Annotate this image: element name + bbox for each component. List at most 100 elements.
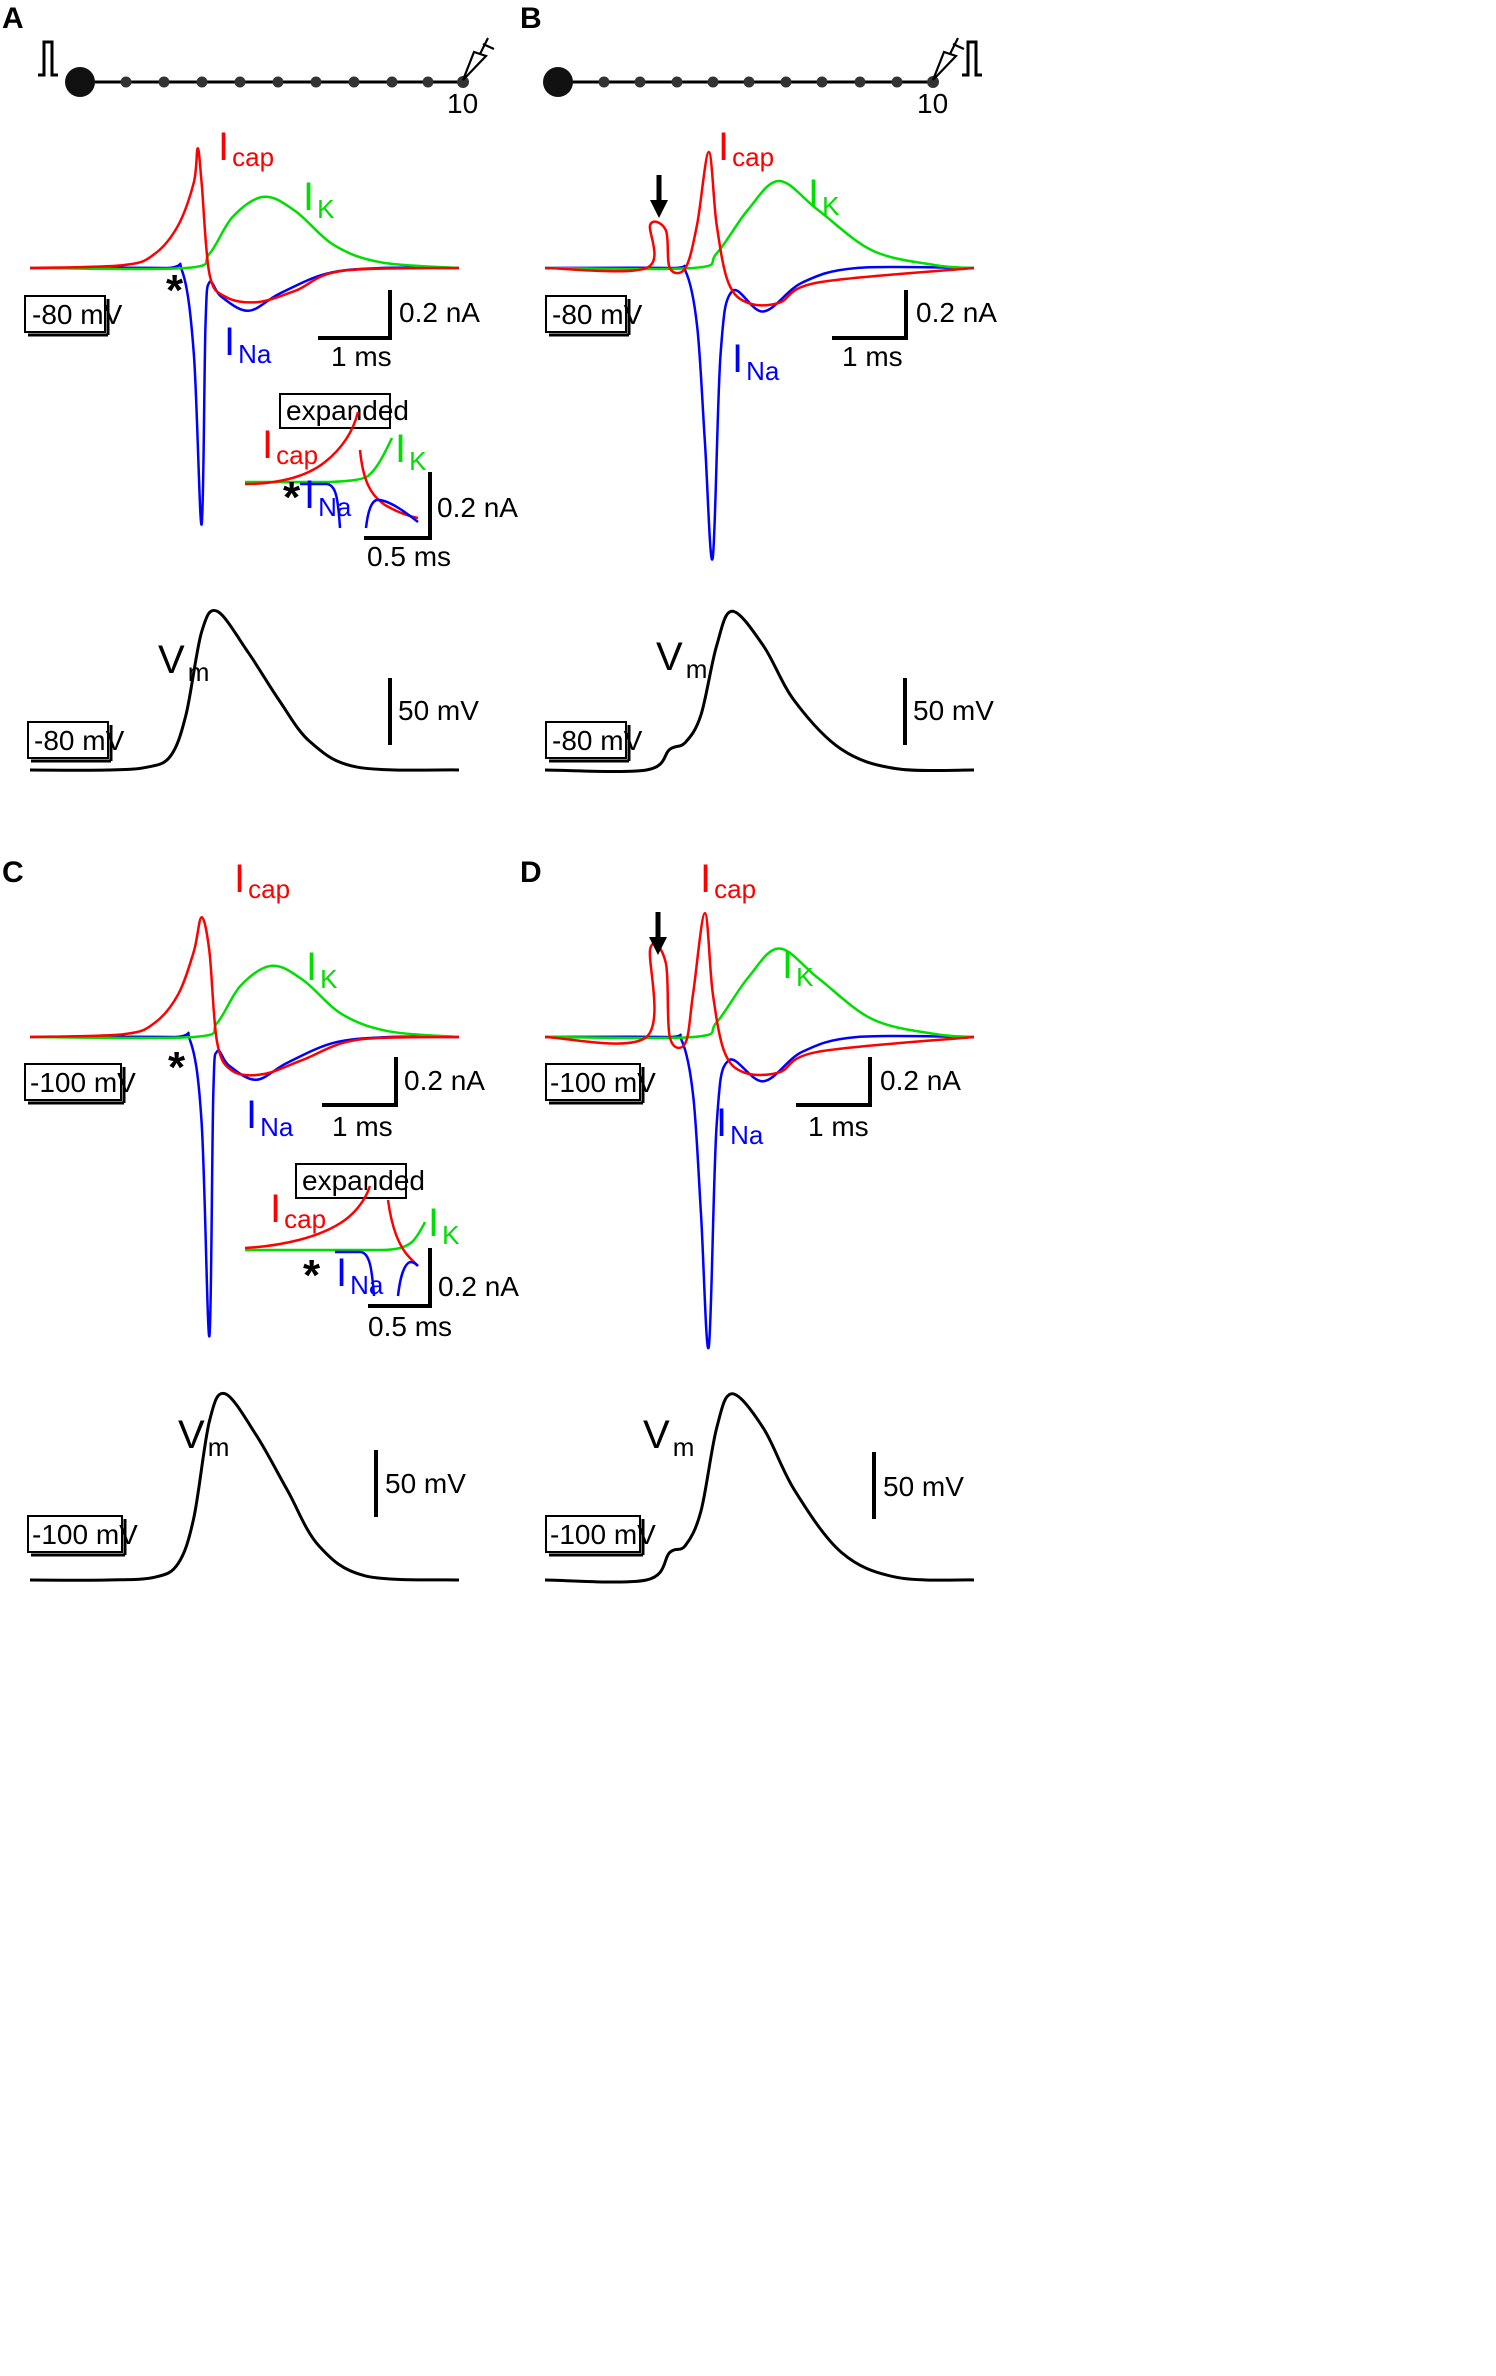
arrow-icon [649, 912, 667, 955]
trace-v-m [544, 609, 975, 774]
svg-text:0.2 nA: 0.2 nA [399, 297, 480, 328]
panel-letter-d: D [520, 856, 542, 889]
compartment-node [386, 76, 398, 88]
compartment-node [816, 76, 828, 88]
voltage-scale-bar: 50 mV [903, 678, 994, 745]
svg-text:-80 mV: -80 mV [552, 725, 643, 756]
voltage-scale-bar: 50 mV [374, 1450, 466, 1517]
trace-i-na [29, 1031, 460, 1338]
svg-text:50 mV: 50 mV [398, 695, 479, 726]
soma-icon [65, 67, 95, 97]
stimulus-pulse-icon [962, 40, 982, 77]
current-scale-bar: 0.2 nA 1 ms [322, 1057, 485, 1142]
panel-letter-c: C [2, 856, 24, 889]
panel-letter-a: A [2, 2, 24, 35]
electrode-icon [461, 37, 495, 81]
trace-i-k [544, 179, 975, 271]
holding-potential-box: -80 mV [27, 721, 125, 763]
expanded-label: expanded [295, 1163, 425, 1199]
trace-i-na [29, 262, 460, 526]
svg-text:-100 mV: -100 mV [550, 1519, 656, 1550]
compartment-node [234, 76, 246, 88]
activation-marker-star: * [166, 266, 184, 315]
compartment-node [707, 76, 719, 88]
svg-text:0.5 ms: 0.5 ms [368, 1311, 452, 1342]
inset-activation-marker-star: * [283, 473, 301, 522]
panel-letter-b: B [520, 2, 542, 35]
inset-i-na-2 [364, 498, 419, 529]
svg-text:1 ms: 1 ms [332, 1111, 393, 1142]
svg-text:-80 mV: -80 mV [552, 299, 643, 330]
expanded-label: expanded [279, 393, 409, 429]
inset-i-na [300, 482, 342, 529]
recording-site-label: 10 [447, 88, 478, 119]
stimulus-pulse-icon [38, 40, 58, 77]
voltage-scale-bar: 50 mV [388, 678, 479, 745]
svg-text:0.5 ms: 0.5 ms [367, 541, 451, 572]
compartment-node [743, 76, 755, 88]
inset-i-cap [244, 1185, 372, 1250]
compartment-node [422, 76, 434, 88]
svg-text:-80 mV: -80 mV [34, 725, 125, 756]
compartment-node [310, 76, 322, 88]
compartments [598, 76, 939, 88]
inset-i-cap [244, 411, 360, 486]
holding-potential-box: -80 mV [545, 295, 643, 337]
compartment-node [780, 76, 792, 88]
svg-text:0.2 nA: 0.2 nA [437, 492, 518, 523]
inset-traces [244, 411, 419, 529]
inset-activation-marker-star: * [303, 1251, 321, 1300]
trace-i-cap [544, 911, 975, 1077]
compartment-node [671, 76, 683, 88]
compartment-node [598, 76, 610, 88]
inset-i-na-2 [396, 1260, 419, 1297]
holding-potential-box: -100 mV [545, 1515, 656, 1557]
svg-text:50 mV: 50 mV [883, 1471, 964, 1502]
voltage-scale-bar: 50 mV [872, 1452, 964, 1519]
holding-potential-box: -100 mV [27, 1515, 138, 1557]
trace-i-na [544, 1033, 975, 1350]
inset-i-na [335, 1250, 376, 1297]
svg-text:-80 mV: -80 mV [32, 299, 123, 330]
svg-text:1 ms: 1 ms [331, 341, 392, 372]
svg-text:50 mV: 50 mV [913, 695, 994, 726]
compartment-node [854, 76, 866, 88]
compartment-node [120, 76, 132, 88]
trace-v-m [544, 1392, 975, 1584]
svg-text:-100 mV: -100 mV [32, 1519, 138, 1550]
current-scale-bar: 0.2 nA 1 ms [832, 290, 997, 372]
trace-i-k [29, 964, 460, 1040]
inset-i-k [245, 1221, 427, 1252]
holding-potential-box: -80 mV [24, 295, 123, 337]
compartments [120, 76, 469, 88]
holding-potential-box: -100 mV [24, 1063, 136, 1105]
compartment-node [457, 76, 469, 88]
svg-text:-100 mV: -100 mV [30, 1067, 136, 1098]
soma-icon [543, 67, 573, 97]
svg-text:0.2 nA: 0.2 nA [916, 297, 997, 328]
inset-scale-bar: 0.2 nA 0.5 ms [364, 472, 518, 572]
svg-text:50 mV: 50 mV [385, 1468, 466, 1499]
